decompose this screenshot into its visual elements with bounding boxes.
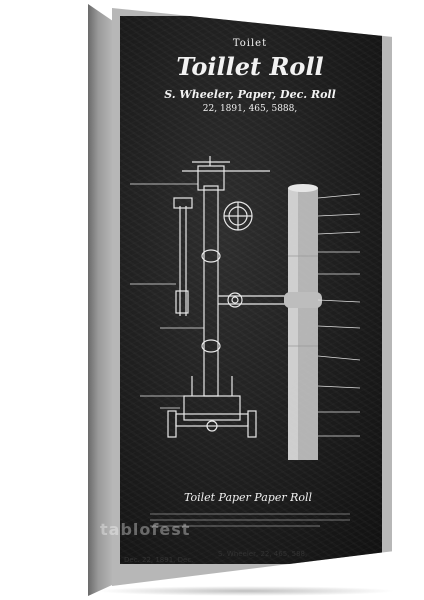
bottom-mid-text: S. Wheeler, 22, 465, 588,: [218, 550, 308, 558]
drawing-column: [203, 185, 219, 397]
patent-drawing: [130, 156, 361, 527]
canvas-print: Toilet Toillet Roll S. Wheeler, Paper, D…: [112, 8, 392, 586]
canvas-side-edge: [88, 4, 114, 596]
poster-small-title: Toilet: [232, 38, 268, 49]
chalk-texture: [120, 16, 382, 564]
poster-patent-numbers: 22, 1891, 465, 5888,: [202, 104, 298, 114]
canvas-shadow: [96, 586, 396, 596]
store-watermark: tablofest: [100, 520, 191, 539]
bottom-left-text: Dec. 22, 1891, Dec.: [124, 556, 194, 564]
drawing-base: [183, 395, 241, 421]
poster-main-title: Toillet Roll: [176, 52, 324, 81]
poster-subtitle: S. Wheeler, Paper, Dec. Roll: [164, 88, 336, 101]
drawing-paper-roll: [284, 184, 322, 460]
canvas-bottom-margin: Dec. 22, 1891, Dec. S. Wheeler, 22, 465,…: [112, 544, 392, 574]
drawing-column-top: [197, 165, 225, 191]
blueprint-board: Toilet Toillet Roll S. Wheeler, Paper, D…: [120, 16, 382, 564]
poster-caption: Toilet Paper Paper Roll: [183, 491, 313, 504]
